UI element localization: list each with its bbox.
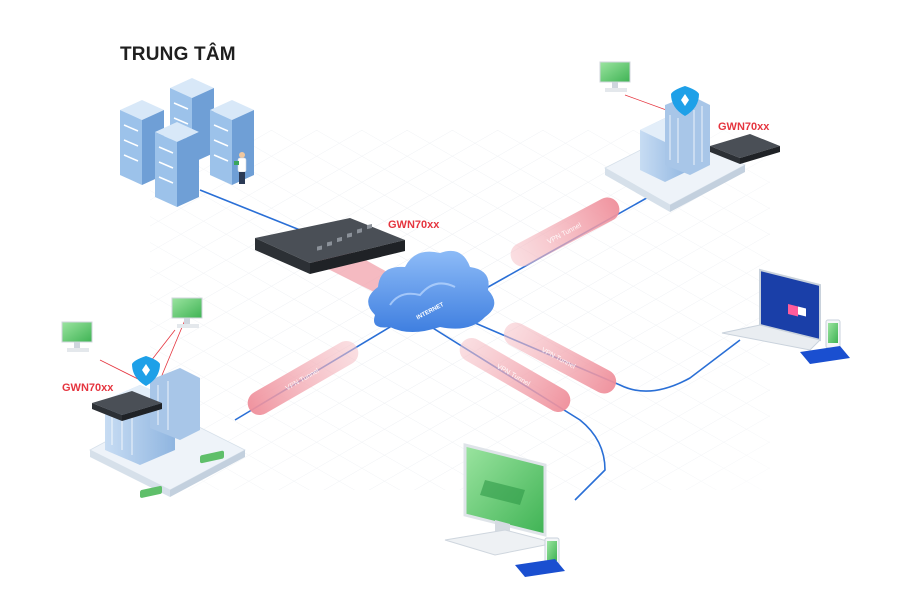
vpn-tunnel-top-right: VPN Tunnel bbox=[510, 197, 620, 267]
shield-icon bbox=[132, 356, 160, 386]
office-building-icon bbox=[640, 95, 710, 182]
smartphone-icon bbox=[800, 346, 850, 364]
network-switch-icon bbox=[255, 218, 405, 274]
branch-office-left bbox=[61, 297, 246, 498]
vpn-tunnel-desktop: VPN Tunnel bbox=[459, 338, 571, 412]
network-switch-icon bbox=[92, 391, 162, 421]
monitor-icon bbox=[599, 61, 631, 92]
gateway-label-left: GWN70xx bbox=[62, 382, 114, 394]
shield-icon bbox=[671, 86, 699, 116]
technician-icon bbox=[234, 152, 247, 184]
remote-laptop bbox=[721, 268, 850, 364]
network-switch-icon bbox=[710, 134, 780, 164]
gateway-label-center: GWN70xx bbox=[388, 219, 440, 231]
remote-desktop bbox=[444, 443, 565, 577]
cloud-icon: INTERNET bbox=[368, 250, 495, 332]
link-cloud-desktop bbox=[419, 319, 606, 501]
desktop-computer-icon bbox=[444, 443, 556, 556]
gateway-label-top-right: GWN70xx bbox=[718, 121, 770, 133]
tree-patch bbox=[140, 485, 162, 498]
smartphone-icon bbox=[544, 537, 560, 567]
datacenter-servers bbox=[120, 78, 254, 207]
link-cloud-laptop bbox=[439, 307, 741, 392]
link-left-monitor2 bbox=[159, 319, 186, 381]
link-datacenter-switch bbox=[199, 189, 301, 231]
vpn-tunnel-laptop: VPN Tunnel bbox=[503, 322, 617, 394]
smartphone-icon bbox=[825, 319, 841, 349]
page-title: TRUNG TÂM bbox=[120, 44, 236, 65]
laptop-icon bbox=[721, 268, 821, 351]
server-rack-icon bbox=[120, 100, 164, 185]
server-rack-icon bbox=[210, 100, 254, 185]
tree-patch bbox=[200, 450, 224, 464]
monitor-icon bbox=[171, 297, 203, 328]
branch-office-top-right bbox=[599, 61, 780, 212]
monitor-icon bbox=[61, 321, 93, 352]
link-left-monitor3 bbox=[99, 359, 141, 381]
smartphone-icon bbox=[515, 559, 565, 577]
server-rack-icon bbox=[155, 122, 199, 207]
